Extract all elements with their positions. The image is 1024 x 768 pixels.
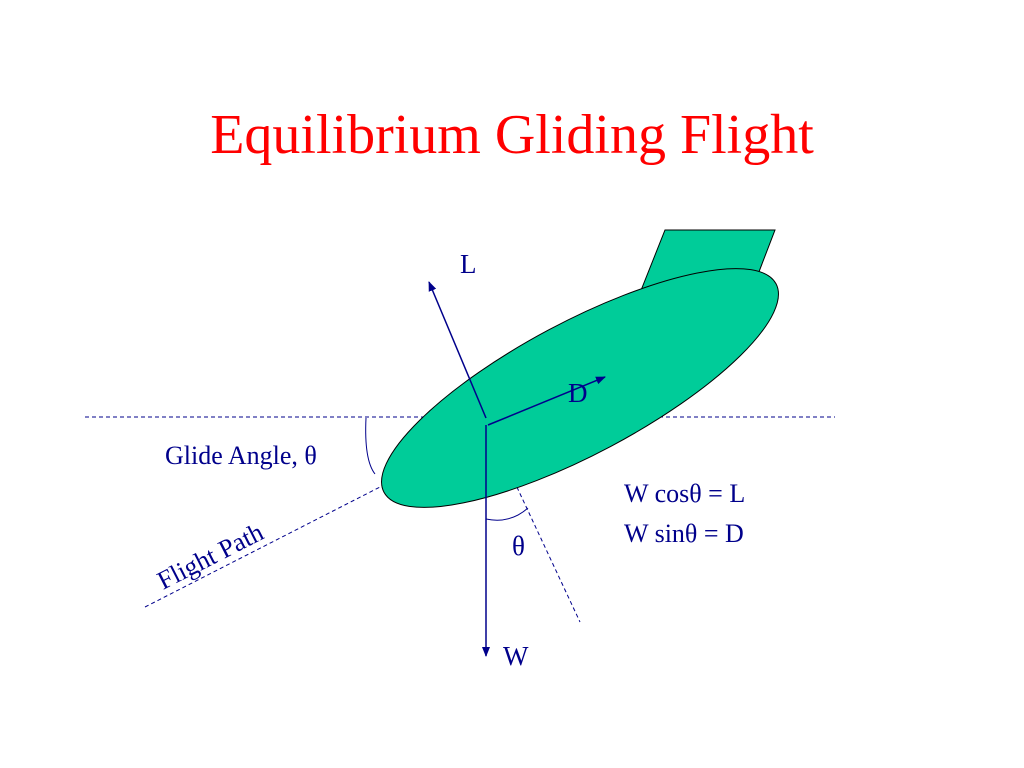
flight-path-line xyxy=(144,486,381,608)
glide-angle-label: Glide Angle, θ xyxy=(165,441,317,470)
equation-lift: W cosθ = L xyxy=(624,479,745,508)
glide-angle-arc xyxy=(365,417,376,475)
theta-label: θ xyxy=(512,531,525,561)
lift-label: L xyxy=(460,249,477,279)
weight-label: W xyxy=(503,641,529,671)
theta-angle-arc xyxy=(485,507,529,521)
flight-path-label: Flight Path xyxy=(153,517,269,595)
perpendicular-reference-line xyxy=(507,467,581,623)
lift-vector xyxy=(428,281,487,419)
drag-vector xyxy=(487,376,606,426)
slide-title: Equilibrium Gliding Flight xyxy=(210,104,814,166)
equation-drag: W sinθ = D xyxy=(624,519,744,548)
drag-label: D xyxy=(568,378,588,408)
